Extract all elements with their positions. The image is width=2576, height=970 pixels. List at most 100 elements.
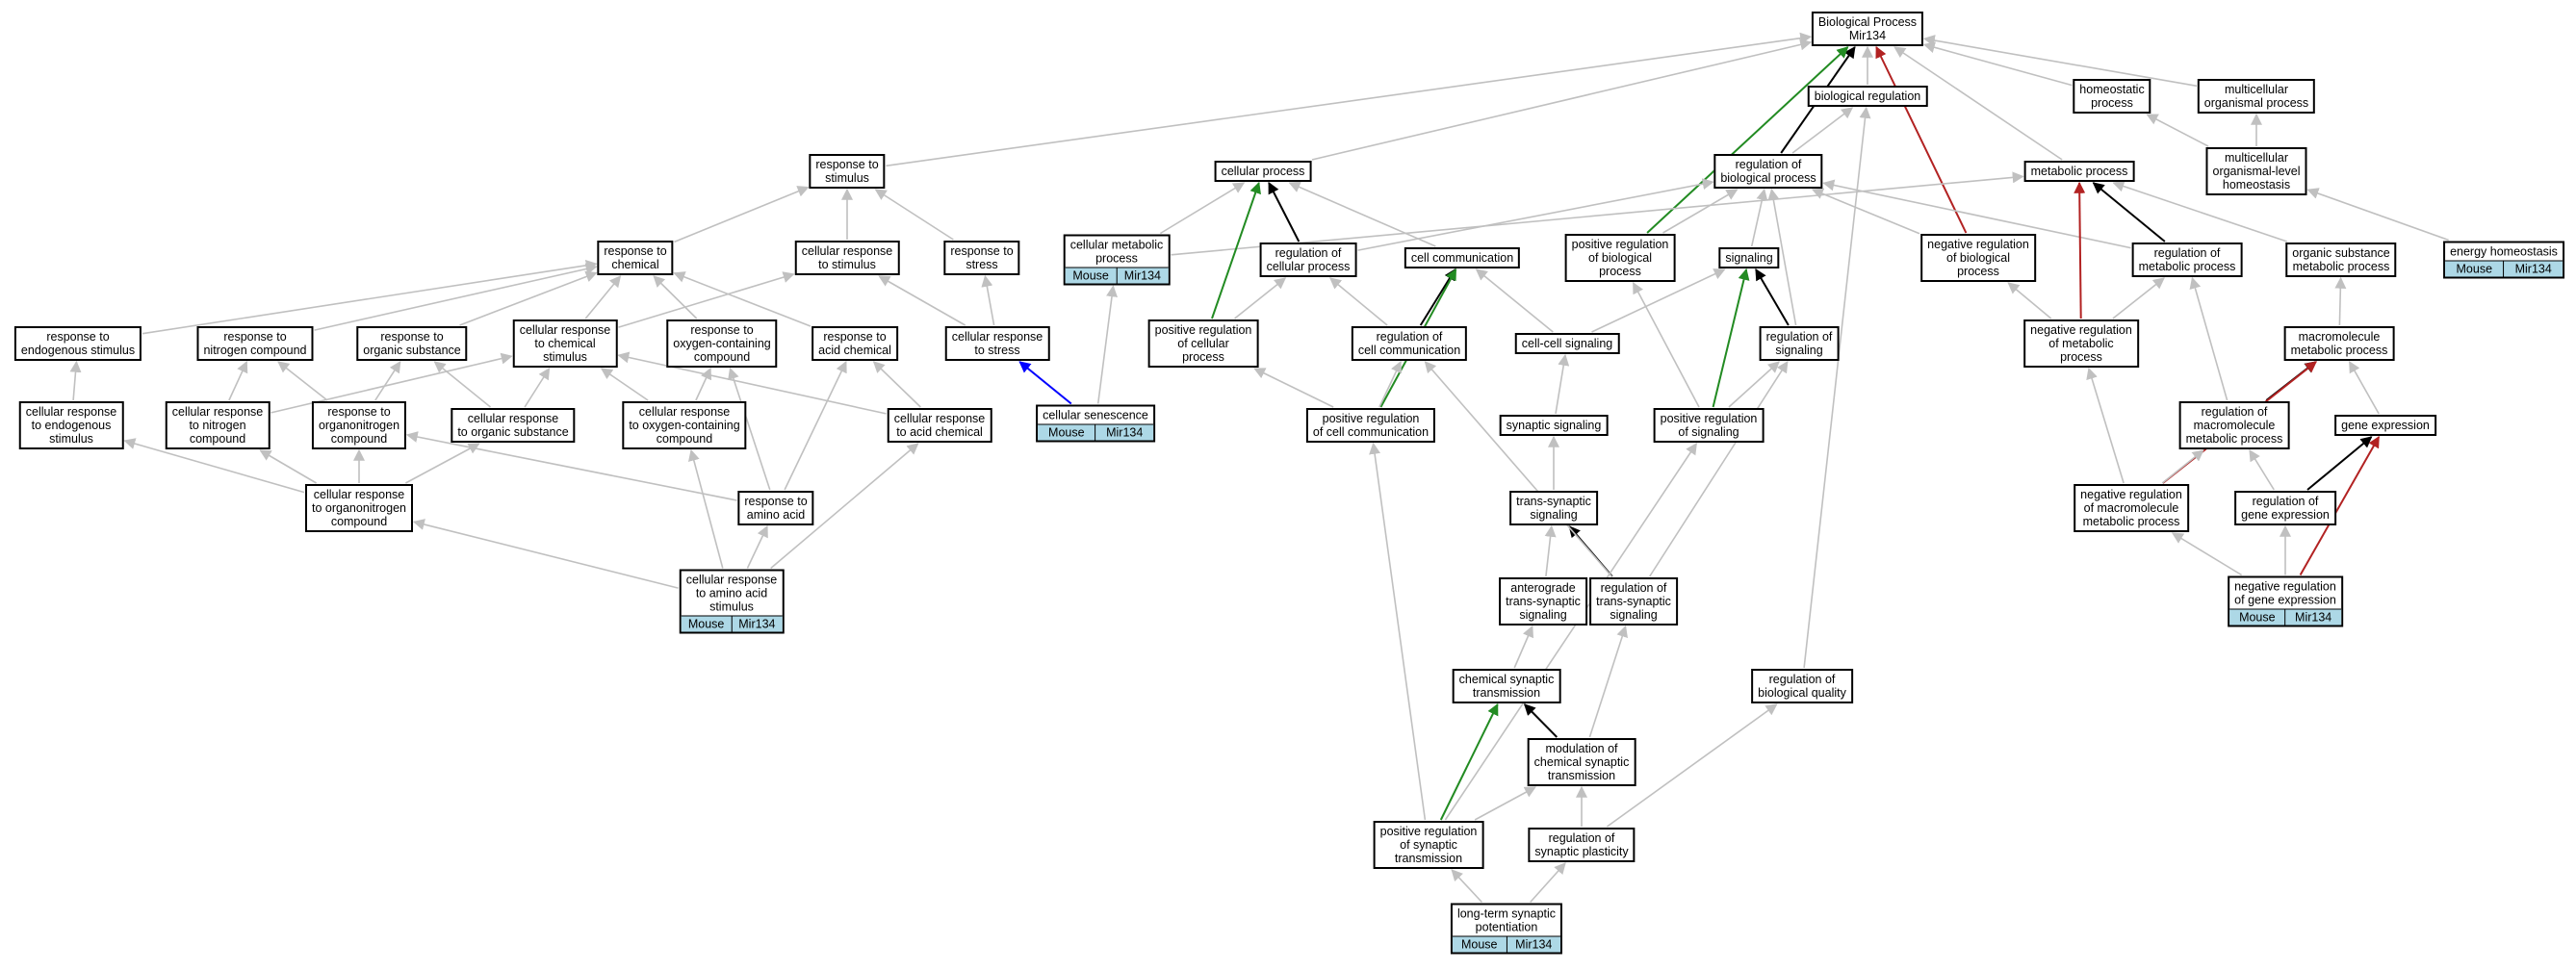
go-term-regcellcomm[interactable]: regulation of cell communication [1351, 326, 1468, 361]
go-term-cellresp-chem[interactable]: cellular response to chemical stimulus [512, 319, 618, 368]
go-term-metab[interactable]: metabolic process [2023, 161, 2135, 182]
go-term-label: cell communication [1410, 251, 1514, 265]
go-term-label: multicellular organismal process [2203, 83, 2309, 110]
go-term-resp-organonit[interactable]: response to organonitrogen compound [311, 401, 407, 449]
go-term-label: cellular senescence [1043, 408, 1148, 422]
go-term-bioreg[interactable]: biological regulation [1807, 86, 1928, 107]
go-term-multorg[interactable]: multicellular organismal process [2197, 79, 2316, 114]
edge-cellresp-stress-to-resp-stress [981, 274, 995, 326]
go-term-resp-nitro[interactable]: response to nitrogen compound [196, 326, 314, 361]
go-term-antero[interactable]: anterograde trans-synaptic signaling [1499, 577, 1587, 625]
go-term-regcell[interactable]: regulation of cellular process [1259, 242, 1357, 277]
edge-regmacromet-to-regmetab [2189, 276, 2228, 401]
edge-cellresp-organonit-to-cellresp-endo [123, 438, 305, 494]
go-term-resp-stress[interactable]: response to stress [943, 241, 1020, 275]
go-term-label: cellular response to stimulus [801, 244, 893, 271]
go-term-homeo[interactable]: homeostatic process [2073, 79, 2151, 114]
go-term-regsig[interactable]: regulation of signaling [1759, 326, 1840, 361]
go-term-resp-oxy[interactable]: response to oxygen-containing compound [666, 319, 778, 368]
go-term-negregmacro[interactable]: negative regulation of macromolecule met… [2074, 484, 2189, 532]
go-term-cellresp-stress[interactable]: cellular response to stress [944, 326, 1050, 361]
go-term-cellresp-amino[interactable]: cellular response to amino acid stimulus… [679, 569, 785, 634]
edge-multorg-to-bp [1922, 35, 2198, 88]
go-term-label: cellular response to organonitrogen comp… [312, 488, 406, 528]
edge-resp-nitro-to-resp-chem [314, 263, 598, 331]
go-term-bp[interactable]: Biological Process Mir134 [1811, 12, 1924, 46]
go-term-posregsyn[interactable]: positive regulation of synaptic transmis… [1373, 821, 1484, 869]
go-term-label: positive regulation of biological proces… [1571, 238, 1669, 278]
go-term-label: signaling [1725, 251, 1773, 265]
go-term-label: response to organonitrogen compound [318, 405, 400, 446]
go-term-label: metabolic process [2030, 165, 2128, 178]
go-term-cellresp-organonit[interactable]: cellular response to organonitrogen comp… [305, 484, 413, 532]
go-term-label: trans-synaptic signaling [1516, 495, 1591, 522]
gene-label: Mir134 [1506, 936, 1561, 953]
edge-negregmetab-to-regmetab [2112, 277, 2165, 319]
go-term-cellresp-oxy[interactable]: cellular response to oxygen-containing c… [622, 401, 747, 449]
go-term-macromet[interactable]: macromolecule metabolic process [2283, 326, 2395, 361]
edge-cellresp-amino-to-resp-amino [746, 524, 768, 569]
go-term-regbioqual[interactable]: regulation of biological quality [1751, 669, 1853, 703]
go-term-negregmetab[interactable]: negative regulation of metabolic process [2023, 319, 2139, 368]
go-term-cellresp-endo[interactable]: cellular response to endogenous stimulus [18, 401, 124, 449]
go-term-chemsyn[interactable]: chemical synaptic transmission [1452, 669, 1561, 703]
go-term-modchem[interactable]: modulation of chemical synaptic transmis… [1527, 738, 1636, 786]
go-term-negregbio[interactable]: negative regulation of biological proces… [1920, 234, 2036, 282]
go-term-orgsub[interactable]: organic substance metabolic process [2285, 242, 2397, 277]
go-term-label: energy homeostasis [2450, 244, 2558, 259]
go-term-label: positive regulation of synaptic transmis… [1379, 825, 1478, 865]
go-term-label: response to amino acid [744, 495, 808, 522]
go-term-label: regulation of biological quality [1758, 673, 1846, 700]
go-term-synsig[interactable]: synaptic signaling [1499, 415, 1609, 436]
go-term-label: cellular response to endogenous stimulus [25, 405, 117, 446]
edge-resp-organonit-to-resp-nitro [277, 361, 328, 401]
go-term-cellcell[interactable]: cell-cell signaling [1514, 333, 1620, 354]
edge-geneexp-to-macromet [2349, 360, 2380, 415]
go-term-reggeneexp[interactable]: regulation of gene expression [2234, 491, 2336, 525]
go-term-posregcell[interactable]: positive regulation of cellular process [1147, 319, 1259, 368]
go-term-label: cell-cell signaling [1521, 337, 1613, 350]
edge-cellresp-amino-to-cellresp-organonit [412, 519, 679, 589]
go-term-label: positive regulation of cell communicatio… [1312, 412, 1430, 439]
edge-cellresp-acid-to-resp-acid [872, 361, 921, 408]
go-term-label: organic substance metabolic process [2292, 246, 2390, 273]
go-term-posregcellcomm[interactable]: positive regulation of cell communicatio… [1305, 408, 1436, 443]
go-term-regmacromet[interactable]: regulation of macromolecule metabolic pr… [2178, 401, 2290, 449]
edge-regsig-to-signaling [1755, 268, 1790, 326]
go-term-regbio[interactable]: regulation of biological process [1713, 154, 1823, 189]
go-term-signaling[interactable]: signaling [1718, 247, 1780, 268]
go-term-cellresp-org[interactable]: cellular response to organic substance [451, 408, 576, 443]
species-label: Mouse [687, 617, 725, 631]
go-term-regsynplas[interactable]: regulation of synaptic plasticity [1528, 828, 1636, 862]
go-term-label: regulation of metabolic process [2138, 246, 2236, 273]
go-term-posregbio[interactable]: positive regulation of biological proces… [1564, 234, 1676, 282]
go-term-geneexp[interactable]: gene expression [2334, 415, 2436, 436]
go-term-resp-endo[interactable]: response to endogenous stimulus [13, 326, 142, 361]
go-term-multhomeo[interactable]: multicellular organismal-level homeostas… [2205, 147, 2307, 195]
go-term-cellresp-acid[interactable]: cellular response to acid chemical [887, 408, 992, 443]
go-term-regmetab[interactable]: regulation of metabolic process [2131, 242, 2243, 277]
edge-cellresp-amino-to-cellresp-acid [770, 443, 919, 570]
go-term-cellproc[interactable]: cellular process [1214, 161, 1312, 182]
go-term-cellresp-stim[interactable]: cellular response to stimulus [794, 241, 900, 275]
gene-label: Mir134 [1095, 424, 1153, 441]
edge-cellcomm-to-cellproc [1288, 181, 1436, 247]
go-term-label: cellular response to nitrogen compound [171, 405, 264, 446]
species-label: Mouse [1460, 937, 1498, 952]
go-term-regtranssyn[interactable]: regulation of trans-synaptic signaling [1589, 577, 1678, 625]
go-term-posregsig[interactable]: positive regulation of signaling [1653, 408, 1765, 443]
go-term-transsyn[interactable]: trans-synaptic signaling [1509, 491, 1598, 525]
go-term-cellresp-nitro[interactable]: cellular response to nitrogen compound [165, 401, 270, 449]
go-term-resp-org[interactable]: response to organic substance [356, 326, 468, 361]
go-term-cellcomm[interactable]: cell communication [1404, 247, 1521, 268]
go-term-resp-chem[interactable]: response to chemical [597, 241, 674, 275]
go-term-resp-amino[interactable]: response to amino acid [737, 491, 814, 525]
go-term-resp-acid[interactable]: response to acid chemical [811, 326, 898, 361]
go-term-resp-stim[interactable]: response to stimulus [809, 154, 886, 189]
